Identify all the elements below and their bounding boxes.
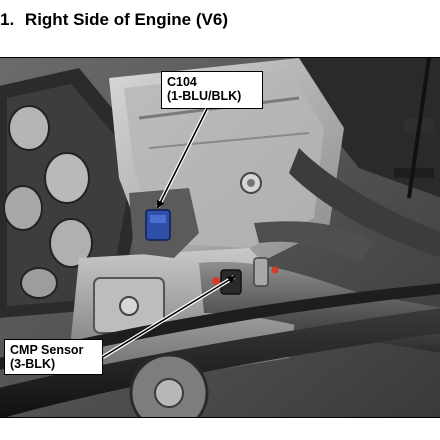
c104-callout: C104 (1-BLU/BLK) xyxy=(161,71,263,109)
c104-callout-name: C104 xyxy=(167,75,197,89)
section-heading-text: Right Side of Engine (V6) xyxy=(24,10,228,29)
cmp-sensor xyxy=(220,269,242,295)
section-number: 1. xyxy=(0,10,15,29)
pin-marker-2 xyxy=(271,266,279,274)
intake-port-3 xyxy=(3,185,43,231)
engine-bay-shadow xyxy=(299,58,440,198)
hose-clamp xyxy=(253,257,269,287)
cmp-sensor-callout-name: CMP Sensor xyxy=(10,343,84,357)
drive-belt xyxy=(0,308,440,417)
cmp-sensor-callout-detail: (3-BLK) xyxy=(10,357,56,371)
pin-marker-1 xyxy=(212,277,220,285)
intake-port-2 xyxy=(44,152,90,204)
section-title: 1. Right Side of Engine (V6) xyxy=(0,10,228,30)
cmp-sensor-callout: CMP Sensor (3-BLK) xyxy=(4,339,103,375)
wiring-loom xyxy=(289,148,440,258)
c104-callout-detail: (1-BLU/BLK) xyxy=(167,89,242,103)
intake-port-4 xyxy=(49,218,93,268)
coolant-hose-upper xyxy=(254,221,374,263)
c104-connector xyxy=(145,209,171,241)
intake-port-1 xyxy=(8,105,50,151)
